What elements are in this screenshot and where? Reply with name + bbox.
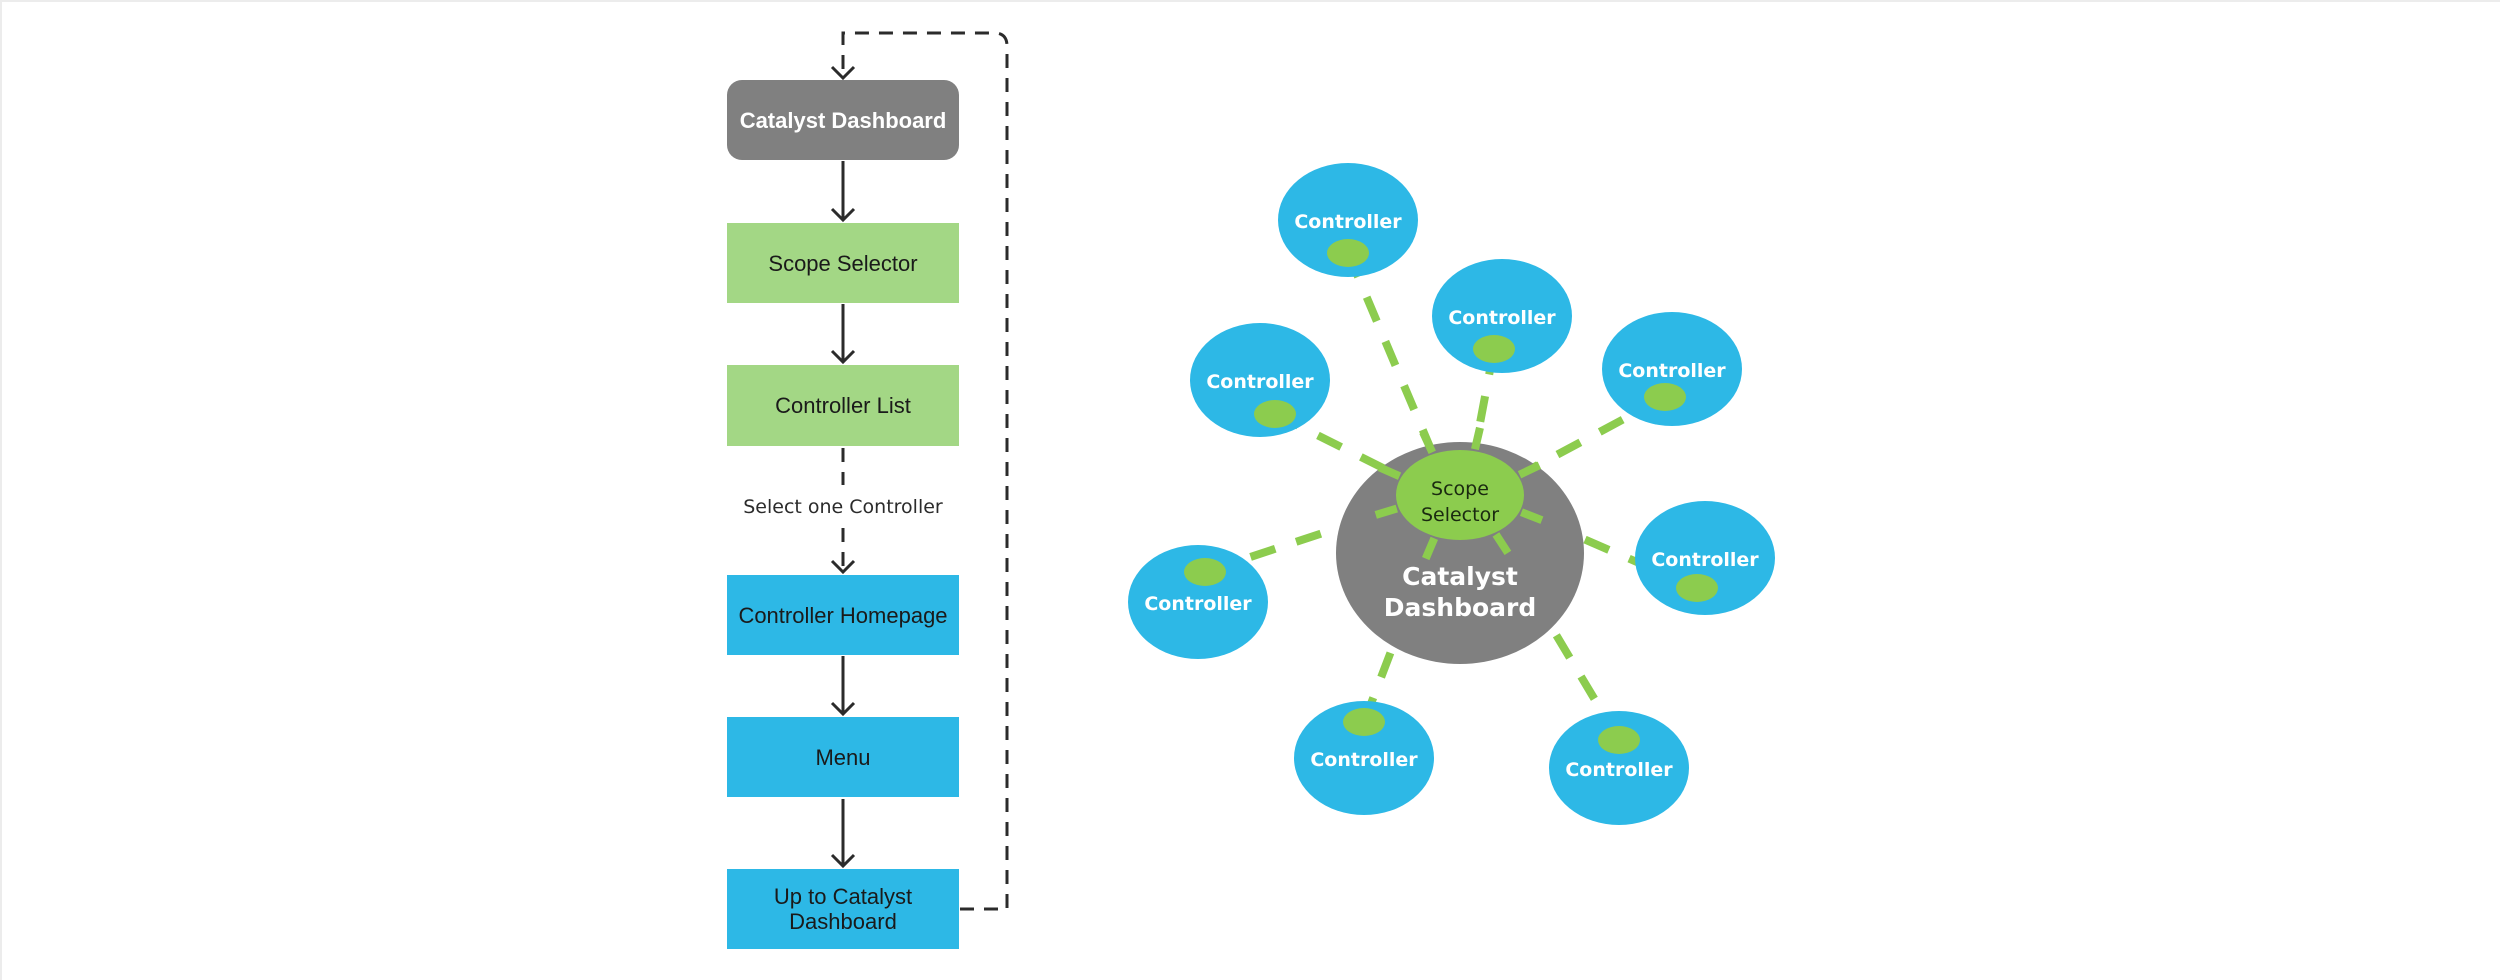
controller-connector-dot: [1343, 708, 1385, 736]
controller-node-6[interactable]: Controller: [1635, 501, 1775, 615]
flow-step-controller-list[interactable]: Controller List: [727, 365, 959, 446]
edge-homepage-to-menu: [830, 656, 856, 717]
controller-bubble: [1278, 163, 1418, 277]
controller-node-2[interactable]: Controller: [1432, 259, 1572, 373]
flow-step-label: Menu: [815, 745, 870, 770]
controller-node-1[interactable]: Controller: [1278, 163, 1418, 277]
spoke-tick-2: [1471, 426, 1484, 451]
controller-bubble: [1549, 711, 1689, 825]
flow-step-catalyst-dashboard[interactable]: Catalyst Dashboard: [727, 80, 959, 160]
scope-selector-label-line-2: Selector: [1421, 504, 1499, 526]
loop-back-arrowhead: [830, 65, 856, 81]
inner-spoke-ticks: [1374, 426, 1544, 561]
controller-node-4[interactable]: Controller: [1602, 312, 1742, 426]
flow-step-label-line-2: Dashboard: [789, 909, 897, 934]
controller-bubble: [1635, 501, 1775, 615]
controller-label: Controller: [1618, 360, 1726, 382]
controller-label: Controller: [1310, 749, 1418, 771]
edge-menu-to-up: [830, 799, 856, 869]
controller-label: Controller: [1448, 307, 1556, 329]
controller-bubble: [1602, 312, 1742, 426]
edge-scope-to-list: [830, 304, 856, 365]
controller-bubble: [1190, 323, 1330, 437]
controller-node-5[interactable]: Controller: [1128, 545, 1268, 659]
flow-step-scope-selector[interactable]: Scope Selector: [727, 223, 959, 303]
flow-step-controller-homepage[interactable]: Controller Homepage: [727, 575, 959, 655]
edge-label-select-one-controller: Select one Controller: [743, 496, 943, 518]
controller-node-8[interactable]: Controller: [1549, 711, 1689, 825]
edge-dashboard-to-scope: [830, 161, 856, 223]
controller-bubble: [1432, 259, 1572, 373]
controller-connector-dot: [1644, 383, 1686, 411]
spoke-tick-6: [1519, 508, 1544, 524]
hub-label-line-2: Dashboard: [1384, 593, 1536, 622]
controller-connector-dot: [1676, 574, 1718, 602]
spoke-tick-7: [1422, 536, 1438, 561]
spoke-connector-1: [1344, 251, 1436, 453]
controller-label: Controller: [1144, 593, 1252, 615]
controller-connector-dot: [1598, 726, 1640, 754]
scope-selector-node[interactable]: Scope Selector: [1396, 450, 1524, 540]
flow-step-label: Controller Homepage: [738, 603, 947, 628]
controller-connector-dot: [1254, 400, 1296, 428]
controller-label: Controller: [1294, 211, 1402, 233]
controller-label: Controller: [1651, 549, 1759, 571]
flow-step-label: Scope Selector: [768, 251, 917, 276]
controller-label: Controller: [1206, 371, 1314, 393]
controller-connector-dot: [1473, 335, 1515, 363]
spoke-tick-1: [1419, 430, 1436, 455]
edge-list-to-homepage: [830, 448, 856, 575]
controller-bubble: [1128, 545, 1268, 659]
hub-and-spoke-diagram: Catalyst Dashboard Scope Selector Contro…: [1128, 163, 1775, 825]
controller-connector-dot: [1327, 239, 1369, 267]
controller-node-3[interactable]: Controller: [1190, 323, 1330, 437]
controller-node-7[interactable]: Controller: [1294, 701, 1434, 815]
scope-selector-label-line-1: Scope: [1431, 478, 1489, 500]
controller-connector-dot: [1184, 558, 1226, 586]
spoke-tick-5: [1374, 504, 1398, 519]
flow-step-label: Catalyst Dashboard: [740, 108, 947, 133]
flow-step-up-to-catalyst-dashboard[interactable]: Up to Catalyst Dashboard: [727, 869, 959, 949]
spoke-tick-3: [1377, 463, 1402, 480]
hub-label-line-1: Catalyst: [1402, 562, 1518, 591]
navigation-flowchart: Select one Controller Catalyst Dashboard…: [727, 31, 1009, 949]
flow-step-menu[interactable]: Menu: [727, 717, 959, 797]
controller-bubble: [1294, 701, 1434, 815]
controller-label: Controller: [1565, 759, 1673, 781]
flow-step-label: Controller List: [775, 393, 911, 418]
spoke-tick-8: [1492, 532, 1512, 556]
flow-step-label-line-1: Up to Catalyst: [774, 884, 912, 909]
loop-back-connector: [841, 31, 1009, 911]
spoke-tick-4: [1517, 461, 1542, 479]
